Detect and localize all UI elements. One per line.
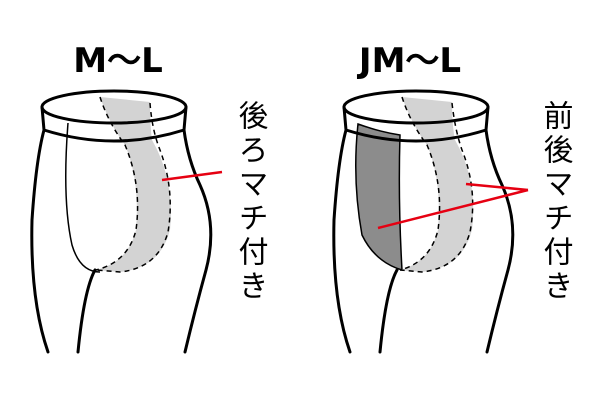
left-figure: M〜L 後ろマチ付き xyxy=(30,41,269,354)
right-figure: JM〜L 前後マチ付き xyxy=(332,41,574,354)
right-size-title: JM〜L xyxy=(357,41,461,81)
right-back-gusset xyxy=(400,97,474,272)
left-back-gusset xyxy=(96,97,171,272)
right-front-gusset xyxy=(355,122,403,272)
right-gusset-label: 前後マチ付き xyxy=(538,100,574,304)
left-size-title: M〜L xyxy=(73,41,163,81)
left-gusset-label: 後ろマチ付き xyxy=(233,100,269,304)
